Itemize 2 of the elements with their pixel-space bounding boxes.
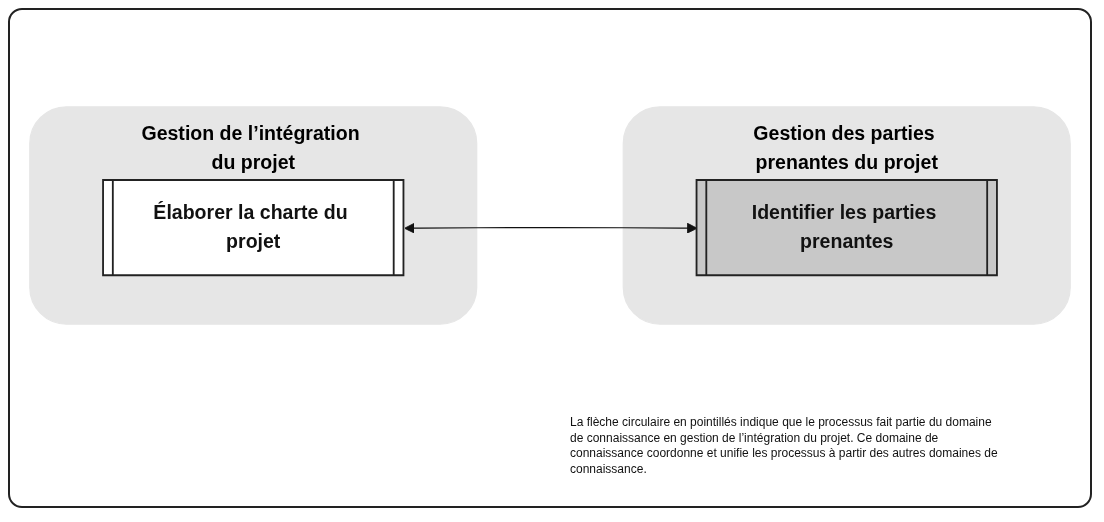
note-text: La flèche circulaire en pointillés indique que le processus fait partie du domaine de connaissance en gestion de l’intégration du projet. Ce domaine de connaissance coordonne et unifie les processus à partir des autres domaines de connaissance. — [570, 415, 999, 478]
arrow — [404, 222, 698, 234]
